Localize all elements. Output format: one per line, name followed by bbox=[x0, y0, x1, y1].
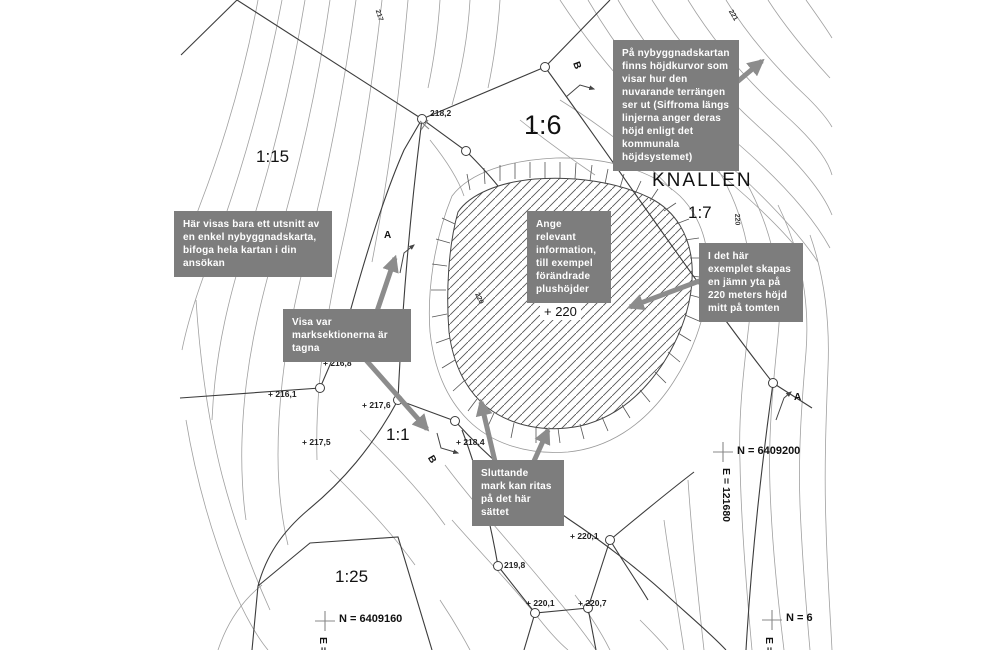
elevation-point-label: + 216,8 bbox=[323, 358, 352, 368]
east-coordinate-label: E = 121680 bbox=[720, 468, 732, 523]
slope-ticks bbox=[431, 162, 708, 444]
parcel-label-1-15: 1:15 bbox=[256, 147, 290, 166]
slope-outer-curve bbox=[428, 157, 709, 453]
parcel-label-1-1: 1:1 bbox=[386, 425, 410, 444]
north-coordinate-label: N = 6409200 bbox=[737, 445, 801, 457]
north-coordinate-label: N = 6409160 bbox=[339, 613, 403, 625]
elevation-point-label: + 220,7 bbox=[578, 598, 607, 608]
contour-elevation-label: 220 bbox=[733, 213, 741, 226]
callout-contours: På nybyggnadskartan finns höjdkurvor som… bbox=[613, 40, 739, 171]
elevation-point-label: + 216,1 bbox=[268, 389, 297, 399]
elevation-point-label: 218,2 bbox=[430, 108, 452, 118]
callout-info: Ange relevant information, till exempel … bbox=[527, 211, 611, 303]
section-marker-a: A bbox=[794, 392, 802, 403]
callout-sections: Visa var marksektionerna är tagna bbox=[283, 309, 411, 362]
boundary-point-markers bbox=[315, 62, 778, 618]
elevation-point-label: 219,8 bbox=[504, 560, 526, 570]
plus-height-label: + 220 bbox=[540, 303, 581, 320]
east-coordinate-label: E = bbox=[763, 637, 775, 650]
east-coordinate-label: E = bbox=[317, 637, 329, 650]
elevation-point-label: + 217,5 bbox=[302, 437, 331, 447]
elevation-point-label: + 217,6 bbox=[362, 400, 391, 410]
parcel-label-1-6: 1:6 bbox=[524, 110, 562, 140]
section-marker-a: A bbox=[384, 230, 392, 241]
callout-level: I det här exemplet skapas en jämn yta på… bbox=[699, 243, 803, 322]
elevation-point-label: + 220,1 bbox=[570, 531, 599, 541]
section-direction-arrows bbox=[399, 84, 792, 454]
elevation-point-label: + 220,1 bbox=[526, 598, 555, 608]
callout-excerpt: Här visas bara ett utsnitt av en enkel n… bbox=[174, 211, 332, 277]
parcel-label-1-7: 1:7 bbox=[688, 203, 712, 222]
callout-slope: Sluttande mark kan ritas på det här sätt… bbox=[472, 460, 564, 526]
grid-crosses bbox=[315, 119, 782, 631]
elevation-point-label: + 218,4 bbox=[456, 437, 485, 447]
place-name-label: KNALLEN bbox=[652, 170, 753, 191]
parcel-label-1-25: 1:25 bbox=[335, 567, 369, 586]
north-coordinate-label: N = 6 bbox=[786, 612, 813, 624]
